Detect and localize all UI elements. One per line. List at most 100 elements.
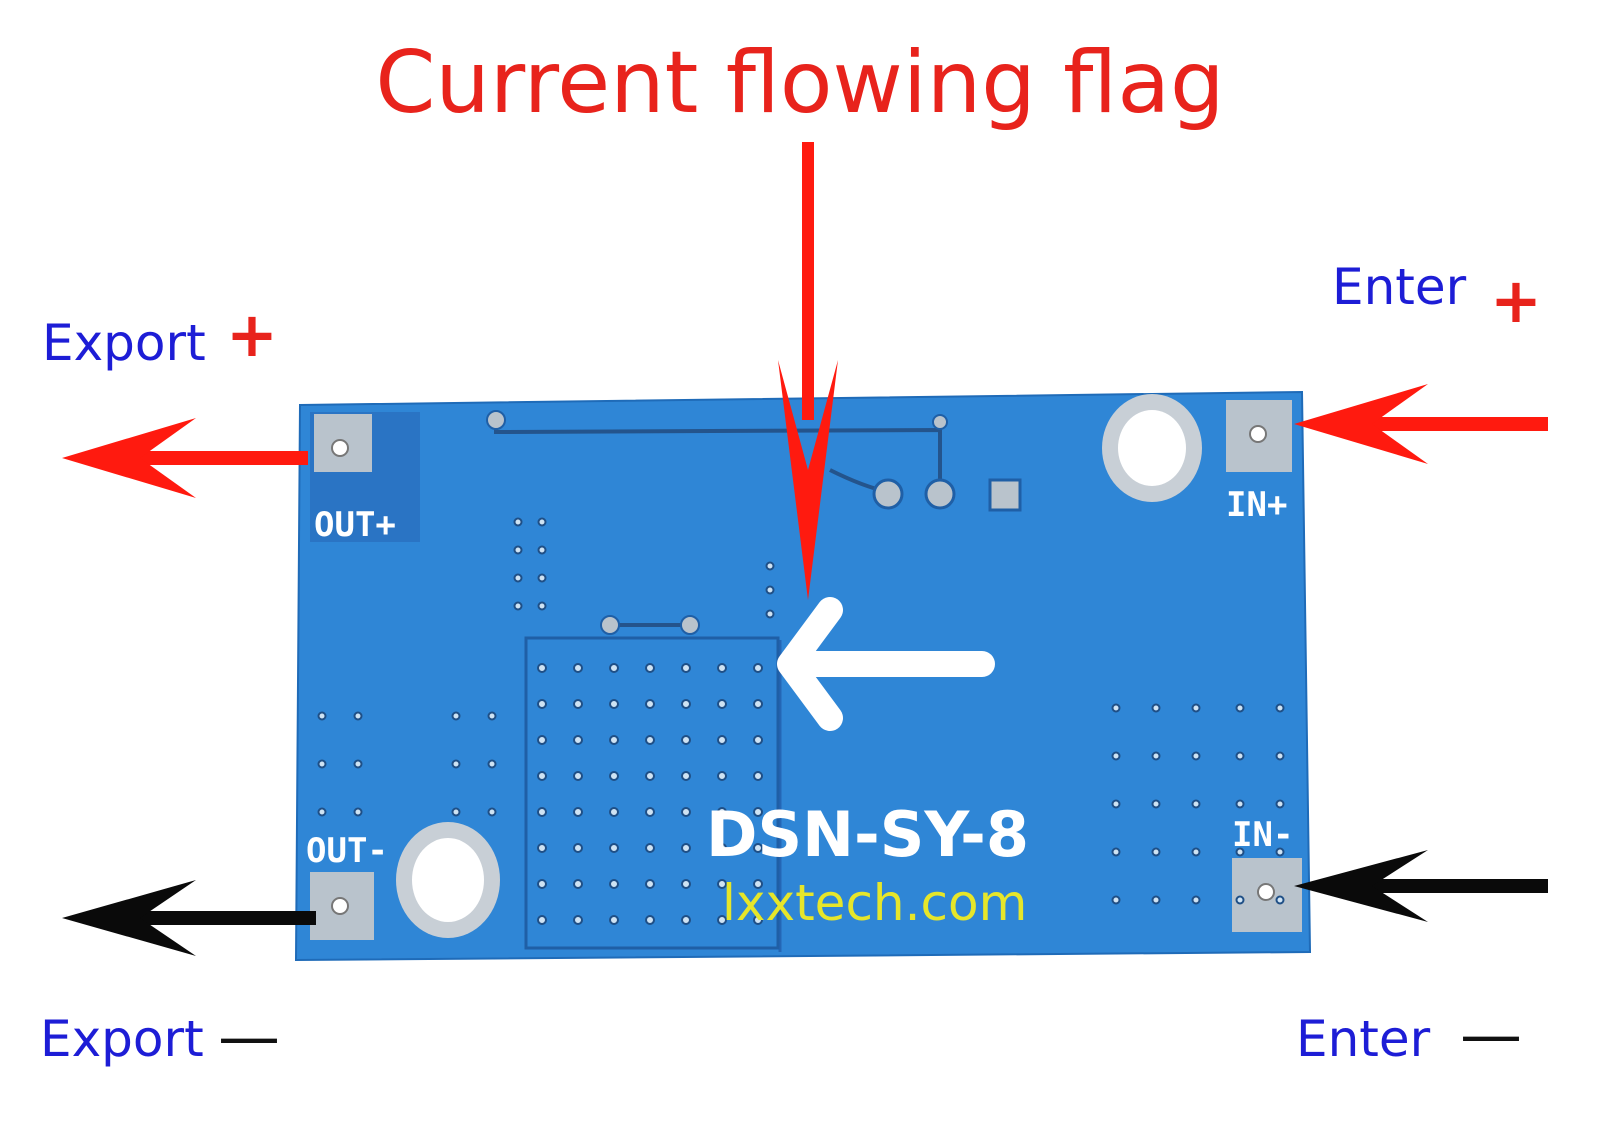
via xyxy=(753,843,763,853)
via xyxy=(1151,847,1161,857)
board-direction-arrow xyxy=(777,597,995,731)
via xyxy=(537,517,547,527)
via xyxy=(513,517,523,527)
via xyxy=(1191,847,1201,857)
via xyxy=(537,879,547,889)
via xyxy=(765,609,775,619)
via xyxy=(573,843,583,853)
via xyxy=(487,759,497,769)
board-website-label: lxxtech.com xyxy=(722,874,1027,932)
terminal-label-in-plus: IN+ xyxy=(1226,485,1287,525)
via xyxy=(451,807,461,817)
via xyxy=(1111,799,1121,809)
via xyxy=(573,699,583,709)
via xyxy=(513,573,523,583)
pad-in-plus[interactable] xyxy=(1226,400,1292,472)
via xyxy=(451,711,461,721)
via xyxy=(681,663,691,673)
via xyxy=(537,573,547,583)
via xyxy=(537,843,547,853)
via xyxy=(1111,703,1121,713)
via xyxy=(573,807,583,817)
via xyxy=(645,735,655,745)
export-plus-sign: + xyxy=(226,298,278,371)
via xyxy=(681,807,691,817)
via xyxy=(717,807,727,817)
via xyxy=(537,601,547,611)
board-model-label: DSN-SY-8 xyxy=(706,798,1029,871)
via xyxy=(1275,895,1285,905)
via xyxy=(609,843,619,853)
via xyxy=(573,915,583,925)
via xyxy=(681,915,691,925)
via xyxy=(645,807,655,817)
via xyxy=(537,915,547,925)
via xyxy=(317,711,327,721)
pad-in-minus[interactable] xyxy=(1232,858,1302,932)
via xyxy=(451,759,461,769)
via xyxy=(573,879,583,889)
via xyxy=(717,699,727,709)
pad-out-minus[interactable] xyxy=(310,872,374,940)
via xyxy=(765,585,775,595)
export-plus-arrow xyxy=(62,418,308,498)
via xyxy=(1151,895,1161,905)
via xyxy=(1235,799,1245,809)
via xyxy=(609,807,619,817)
enter-plus-arrow xyxy=(1294,384,1548,464)
via xyxy=(645,663,655,673)
terminal-label-out-plus: OUT+ xyxy=(314,505,396,545)
via xyxy=(573,663,583,673)
via xyxy=(753,915,763,925)
via xyxy=(753,771,763,781)
flag-arrow xyxy=(778,142,838,600)
via xyxy=(609,771,619,781)
via xyxy=(609,663,619,673)
via xyxy=(753,699,763,709)
enter-plus-label: Enter xyxy=(1332,258,1467,316)
via xyxy=(645,915,655,925)
via xyxy=(681,843,691,853)
via xyxy=(1191,895,1201,905)
via xyxy=(573,735,583,745)
export-minus-label: Export xyxy=(40,1010,204,1068)
via-grid xyxy=(317,517,1285,925)
via xyxy=(609,699,619,709)
enter-minus-arrow xyxy=(1294,850,1548,922)
via xyxy=(753,735,763,745)
via xyxy=(1111,847,1121,857)
via xyxy=(1151,799,1161,809)
via xyxy=(1275,703,1285,713)
via xyxy=(537,807,547,817)
via xyxy=(753,807,763,817)
via xyxy=(1191,751,1201,761)
via xyxy=(717,915,727,925)
via xyxy=(513,545,523,555)
enter-minus-label: Enter xyxy=(1296,1010,1431,1068)
via xyxy=(1235,703,1245,713)
via xyxy=(1111,895,1121,905)
via xyxy=(487,711,497,721)
pad-out-plus[interactable] xyxy=(310,412,420,542)
via xyxy=(1235,847,1245,857)
via xyxy=(609,735,619,745)
via xyxy=(487,807,497,817)
via xyxy=(353,711,363,721)
via xyxy=(717,735,727,745)
via xyxy=(681,771,691,781)
via xyxy=(765,561,775,571)
via xyxy=(1275,799,1285,809)
via xyxy=(645,771,655,781)
via xyxy=(1275,847,1285,857)
via xyxy=(1235,751,1245,761)
via xyxy=(1275,751,1285,761)
via xyxy=(753,663,763,673)
via xyxy=(645,843,655,853)
via xyxy=(537,545,547,555)
via xyxy=(537,663,547,673)
via xyxy=(1191,799,1201,809)
mounting-pad-top-right xyxy=(1102,394,1202,502)
via xyxy=(353,759,363,769)
export-minus-sign: — xyxy=(218,1000,280,1073)
via xyxy=(1191,703,1201,713)
